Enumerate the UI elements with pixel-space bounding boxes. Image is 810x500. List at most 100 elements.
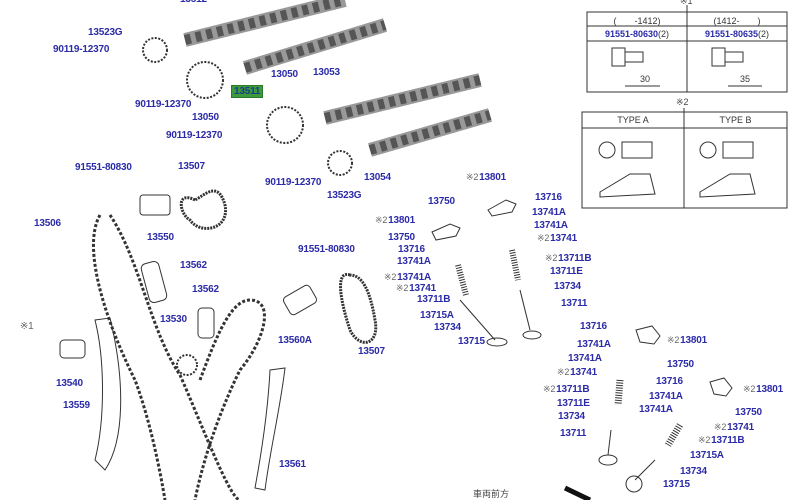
part-number[interactable]: 13540 — [56, 378, 83, 389]
part-label[interactable]: 13741A — [649, 391, 683, 403]
part-label[interactable]: 13506 — [34, 218, 61, 230]
part-number[interactable]: 91551-80830 — [75, 162, 132, 173]
part-number[interactable]: 13801 — [479, 172, 506, 183]
part-label[interactable]: 13716 — [656, 376, 683, 388]
part-label[interactable]: 13715 — [663, 479, 690, 491]
part-label[interactable]: 13054 — [364, 172, 391, 184]
part-number[interactable]: 90119-12370 — [265, 177, 322, 188]
part-label[interactable]: 13716 — [580, 321, 607, 333]
part-label[interactable]: 91551-80830 — [75, 162, 132, 174]
part-number[interactable]: 13054 — [364, 172, 391, 183]
part-number[interactable]: 13711B — [558, 253, 592, 264]
part-number[interactable]: 13053 — [313, 67, 340, 78]
part-label[interactable]: 13734 — [554, 281, 581, 293]
part-number[interactable]: 13750 — [428, 196, 455, 207]
part-label[interactable]: 13750 — [735, 407, 762, 419]
part-label[interactable]: 13511 — [231, 85, 264, 98]
part-number[interactable]: 13801 — [388, 215, 415, 226]
part-label[interactable]: ※213741 — [537, 232, 577, 245]
part-label[interactable]: 13562 — [192, 284, 219, 296]
part-label[interactable]: 13741A — [568, 353, 602, 365]
part-label[interactable]: 13711E — [550, 266, 583, 278]
part-number[interactable]: 13715 — [458, 336, 485, 347]
part-number[interactable]: 13711B — [556, 384, 590, 395]
part-number[interactable]: 13750 — [735, 407, 762, 418]
bolt-part-2[interactable]: 91551-80635(2) — [687, 29, 787, 39]
part-number[interactable]: 13562 — [180, 260, 207, 271]
part-number[interactable]: 13716 — [580, 321, 607, 332]
part-number[interactable]: 13716 — [656, 376, 683, 387]
part-label[interactable]: 13562 — [180, 260, 207, 272]
highlighted-part-number[interactable]: 13511 — [231, 85, 264, 98]
part-label[interactable]: 13507 — [358, 346, 385, 358]
part-number[interactable]: 90119-12370 — [166, 130, 223, 141]
part-number[interactable]: 13741A — [568, 353, 602, 364]
part-label[interactable]: 13050 — [192, 112, 219, 124]
part-label[interactable]: 90119-12370 — [265, 177, 321, 189]
part-label[interactable]: ※213741A — [384, 271, 431, 284]
part-label[interactable]: ※213741 — [714, 421, 754, 434]
part-number[interactable]: 13716 — [398, 244, 425, 255]
part-label[interactable]: 13523G — [327, 190, 362, 202]
part-label[interactable]: 13741A — [397, 256, 431, 268]
part-label[interactable]: 13561 — [279, 459, 306, 471]
part-label[interactable]: 13750 — [388, 232, 415, 244]
part-label[interactable]: 13734 — [434, 322, 461, 334]
part-label[interactable]: 13711B — [417, 294, 450, 306]
part-number[interactable]: 13711B — [711, 435, 745, 446]
part-number[interactable]: 13741A — [532, 207, 566, 218]
part-number[interactable]: 13506 — [34, 218, 61, 229]
part-label[interactable]: 13741A — [534, 220, 568, 232]
part-number[interactable]: 13734 — [680, 466, 707, 477]
part-number[interactable]: 13716 — [535, 192, 562, 203]
part-label[interactable]: ※213741 — [557, 366, 597, 379]
part-number[interactable]: 13050 — [271, 69, 298, 80]
part-label[interactable]: 13715A — [420, 310, 454, 322]
part-label[interactable]: ※213711B — [698, 434, 745, 447]
part-number[interactable]: 13741A — [577, 339, 611, 350]
part-label[interactable]: 91551-80830 — [298, 244, 355, 256]
part-label[interactable]: ※213801 — [466, 171, 506, 184]
part-label[interactable]: ※213801 — [667, 334, 707, 347]
part-number[interactable]: 13523G — [327, 190, 362, 201]
part-number[interactable]: 13530 — [160, 314, 187, 325]
part-number[interactable]: 13560A — [278, 335, 312, 346]
part-number[interactable]: 13711B — [417, 294, 451, 305]
part-label[interactable]: 13559 — [63, 400, 90, 412]
bolt-part-1[interactable]: 91551-80630(2) — [587, 29, 687, 39]
part-number[interactable]: 13715 — [663, 479, 690, 490]
part-number[interactable]: 13750 — [667, 359, 694, 370]
part-number[interactable]: 13507 — [358, 346, 385, 357]
part-label[interactable]: 13734 — [558, 411, 585, 423]
part-label[interactable]: 13741A — [639, 404, 673, 416]
part-number[interactable]: 13050 — [192, 112, 219, 123]
part-number[interactable]: 13562 — [192, 284, 219, 295]
part-number[interactable]: 13741 — [409, 283, 436, 294]
part-label[interactable]: 13715 — [458, 336, 485, 348]
part-number[interactable]: 13711 — [560, 428, 587, 439]
part-label[interactable]: 13512 — [180, 0, 207, 6]
part-label[interactable]: 13734 — [680, 466, 707, 478]
part-number[interactable]: 13711E — [550, 266, 583, 277]
part-label[interactable]: ※213711B — [543, 383, 590, 396]
part-label[interactable]: 13711 — [561, 298, 587, 310]
part-label[interactable]: 90119-12370 — [53, 44, 109, 56]
part-number[interactable]: 90119-12370 — [53, 44, 110, 55]
part-label[interactable]: 13715A — [690, 450, 724, 462]
part-label[interactable]: 13711E — [557, 398, 590, 410]
part-number[interactable]: 13734 — [558, 411, 585, 422]
part-label[interactable]: 13750 — [428, 196, 455, 208]
part-label[interactable]: ※213801 — [375, 214, 415, 227]
part-number[interactable]: 91551-80830 — [298, 244, 355, 255]
part-label[interactable]: ※213801 — [743, 383, 783, 396]
bolt-part-link-1[interactable]: 91551-80630 — [604, 29, 659, 39]
part-number[interactable]: 13715A — [690, 450, 724, 461]
part-label[interactable]: 13540 — [56, 378, 83, 390]
part-number[interactable]: 13550 — [147, 232, 174, 243]
part-number[interactable]: 13741 — [550, 233, 577, 244]
part-label[interactable]: ※213711B — [545, 252, 592, 265]
part-label[interactable]: 13711 — [560, 428, 586, 440]
part-label[interactable]: 13741A — [532, 207, 566, 219]
part-number[interactable]: 13741 — [727, 422, 754, 433]
part-label[interactable]: 13530 — [160, 314, 187, 326]
